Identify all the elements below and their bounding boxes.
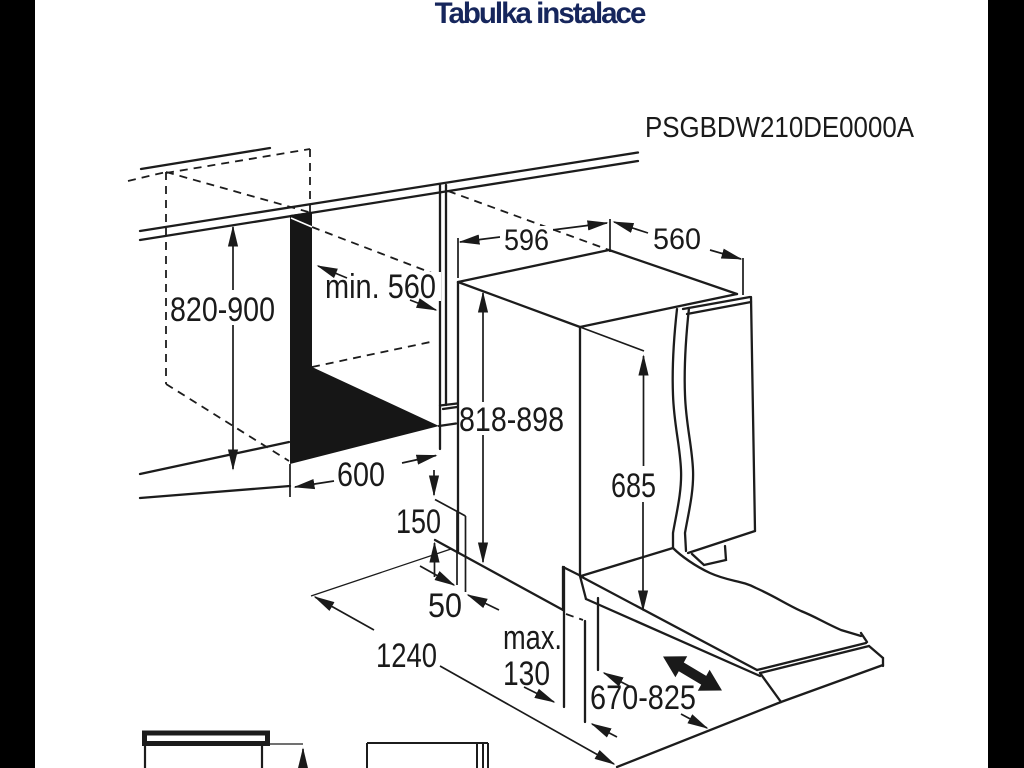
svg-text:685: 685	[611, 467, 656, 505]
svg-text:PSGBDW210DE0000A: PSGBDW210DE0000A	[645, 112, 915, 144]
svg-text:818-898: 818-898	[459, 401, 564, 439]
svg-text:560: 560	[653, 223, 701, 256]
svg-text:820-900: 820-900	[170, 291, 275, 329]
svg-text:min. 560: min. 560	[325, 268, 436, 306]
svg-text:130: 130	[503, 655, 550, 693]
svg-text:596: 596	[504, 224, 549, 257]
svg-text:1240: 1240	[376, 637, 437, 675]
svg-text:600: 600	[337, 456, 385, 494]
svg-text:150: 150	[396, 503, 441, 541]
svg-text:50: 50	[428, 587, 462, 625]
svg-text:max.: max.	[503, 619, 562, 657]
svg-text:670-825: 670-825	[590, 679, 696, 717]
